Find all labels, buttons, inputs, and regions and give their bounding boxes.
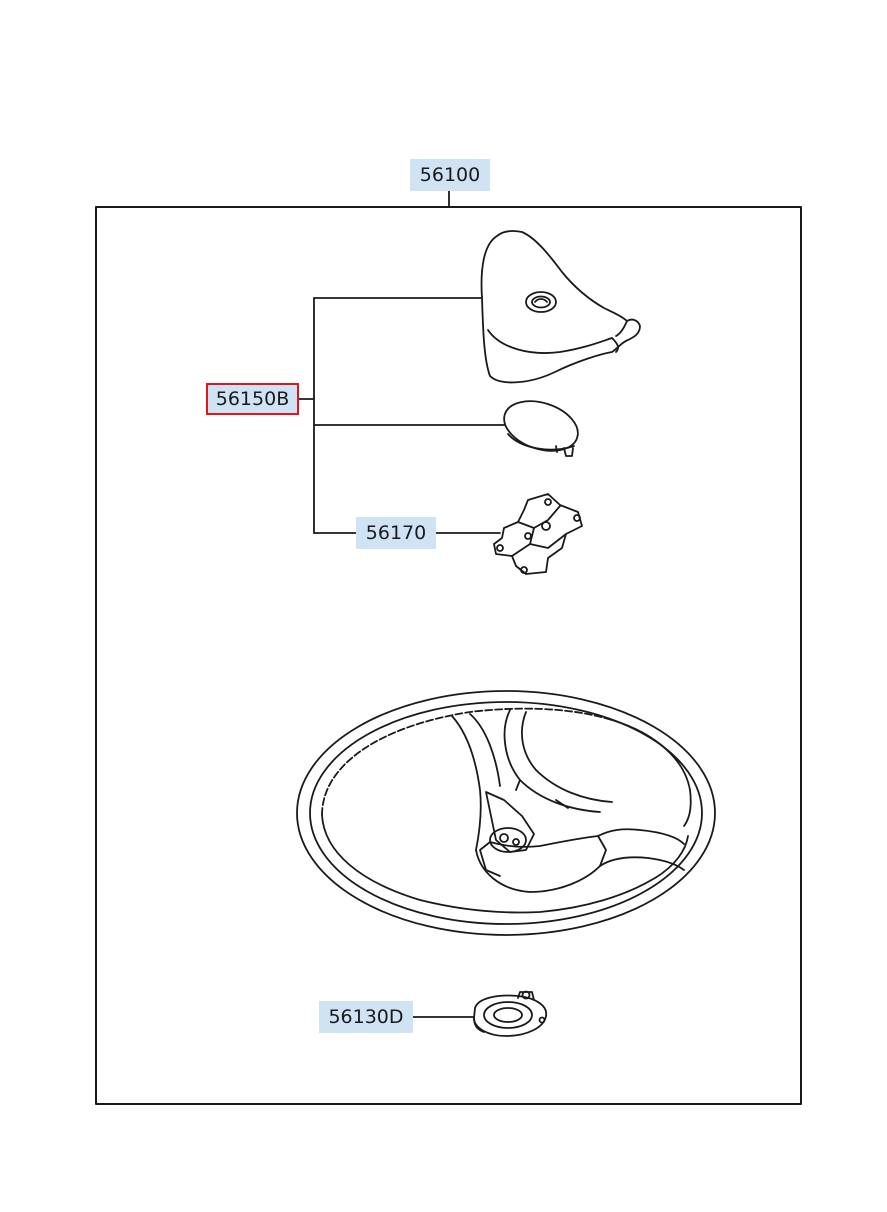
part-label-horn-pad[interactable]: 56150B — [206, 383, 299, 415]
mounting-bracket-drawing — [493, 493, 583, 575]
part-label-assembly[interactable]: 56100 — [410, 159, 490, 191]
assembly-frame — [95, 206, 802, 1105]
emblem-cap-drawing — [503, 400, 579, 457]
part-label-clock-spring[interactable]: 56130D — [319, 1001, 413, 1033]
horn-pad-leader-lines — [297, 297, 506, 534]
clock-spring-drawing — [473, 990, 548, 1037]
part-label-bracket[interactable]: 56170 — [356, 517, 436, 549]
steering-wheel-drawing — [296, 690, 716, 936]
horn-pad-cover-drawing — [480, 230, 641, 384]
